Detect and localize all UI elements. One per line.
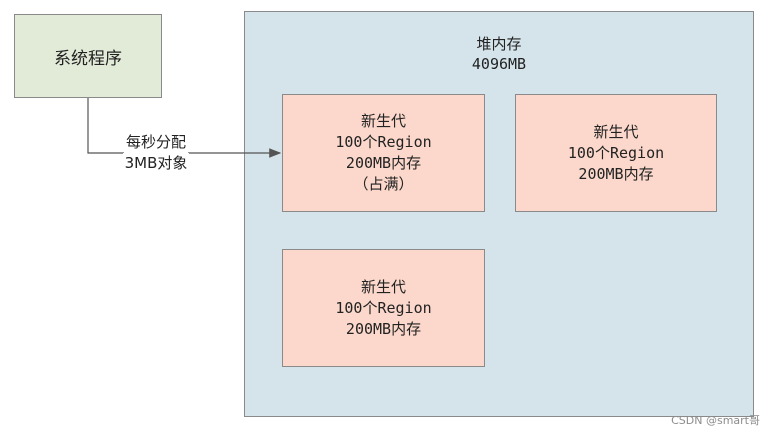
- heap-memory-title: 堆内存 4096MB: [244, 34, 754, 74]
- system-program-box: 系统程序: [14, 14, 162, 98]
- connector-label: 每秒分配 3MB对象: [96, 132, 216, 174]
- system-program-label: 系统程序: [54, 48, 122, 69]
- young-gen-name: 新生代: [360, 277, 406, 296]
- young-gen-memory: 200MB内存: [345, 154, 422, 172]
- connector-line-1: 每秒分配: [123, 132, 188, 153]
- young-gen-box-2: 新生代 100个Region 200MB内存: [515, 94, 717, 212]
- young-gen-regions: 100个Region: [567, 143, 665, 162]
- young-gen-box-3: 新生代 100个Region 200MB内存: [282, 249, 485, 367]
- heap-title-text: 堆内存: [476, 35, 522, 53]
- young-gen-memory: 200MB内存: [578, 164, 654, 183]
- watermark: CSDN @smart哥: [671, 414, 760, 427]
- young-gen-name: 新生代: [593, 122, 639, 141]
- young-gen-regions: 100个Region: [335, 298, 432, 317]
- young-gen-box-1: 新生代 100个Region 200MB内存 （占满）: [282, 94, 485, 212]
- young-gen-status: （占满）: [353, 175, 414, 193]
- young-gen-name: 新生代: [360, 112, 406, 130]
- connector-line-2: 3MB对象: [122, 153, 190, 174]
- young-gen-regions: 100个Region: [335, 133, 432, 151]
- young-gen-memory: 200MB内存: [345, 319, 422, 338]
- heap-size-text: 4096MB: [471, 55, 527, 73]
- connector-arrow: [87, 98, 282, 158]
